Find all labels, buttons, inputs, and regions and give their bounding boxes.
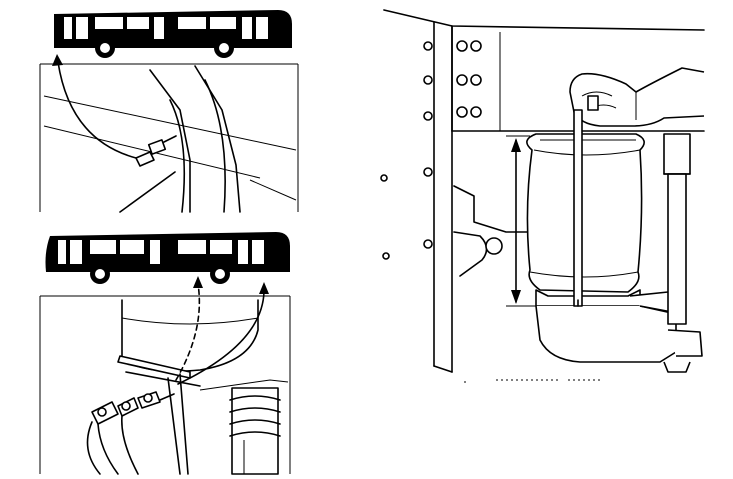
- dashed-arrow-to-front-valve: [175, 283, 201, 381]
- air-spring-icon: [117, 299, 289, 475]
- panel-right: [380, 9, 705, 383]
- panel-top-left: [39, 10, 299, 213]
- measuring-rod-icon: [573, 95, 599, 307]
- shock-absorber: [229, 387, 281, 475]
- panel-bottom-left: [39, 232, 291, 475]
- arrow-to-rear-valve: [177, 291, 265, 385]
- height-dimension: [506, 135, 536, 307]
- bus-icon: [54, 10, 292, 58]
- bus-icon: [45, 232, 290, 284]
- arrow-to-rear-valve: [57, 61, 137, 159]
- air-valve-icon: [135, 135, 177, 167]
- spring-base: [535, 289, 703, 373]
- hand-icon: [569, 67, 705, 127]
- air-valve-icon: [86, 391, 175, 475]
- bolt-group: [380, 40, 482, 260]
- air-spring-icon: [526, 133, 645, 293]
- shock-absorber: [663, 133, 691, 325]
